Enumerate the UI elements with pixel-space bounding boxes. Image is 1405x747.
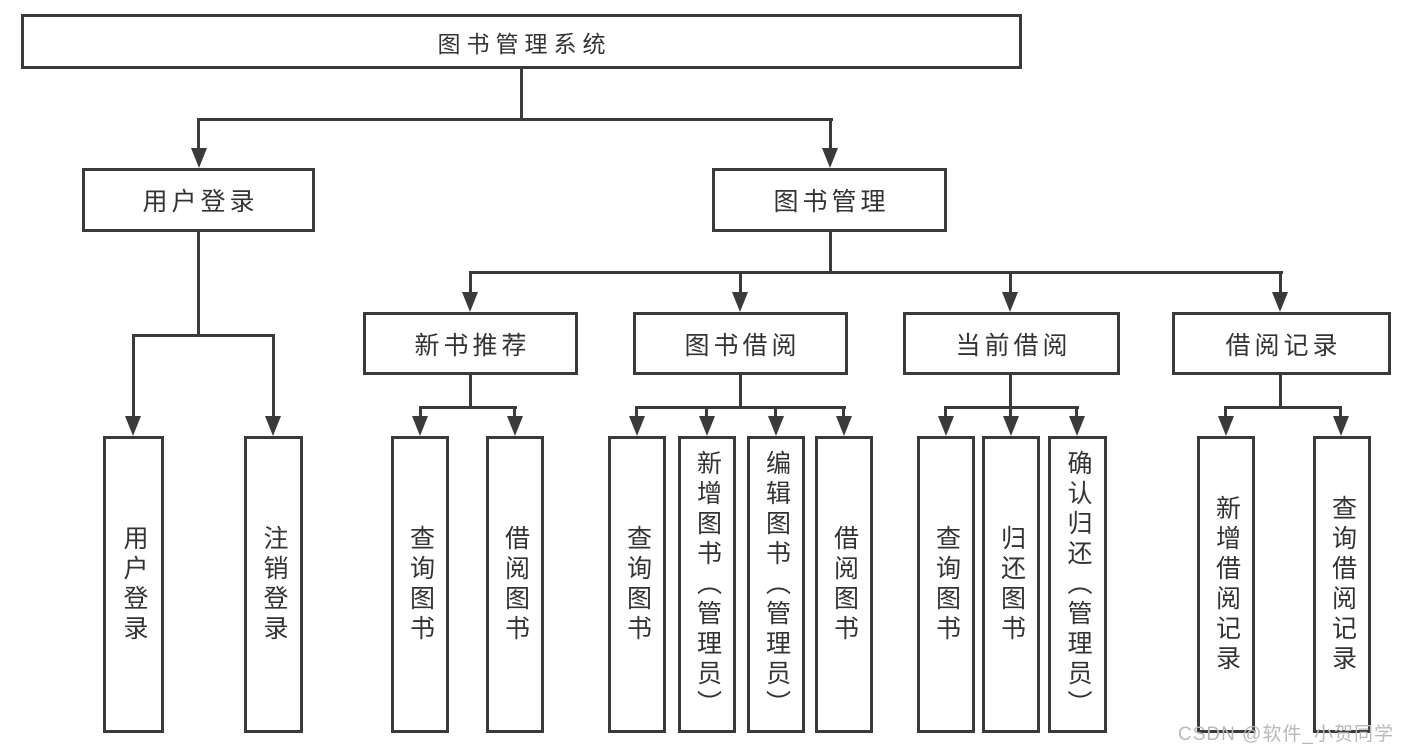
node-current-borrowing-label: 当前借阅: [955, 331, 1072, 360]
node-current-borrowing: 当前借阅: [903, 312, 1120, 375]
arrowhead-down-icon: [699, 416, 715, 436]
connector-line: [132, 334, 274, 337]
connector-line: [197, 232, 200, 336]
arrowhead-down-icon: [836, 416, 852, 436]
connector-line: [1224, 406, 1342, 409]
node-book-management: 图书管理: [712, 168, 947, 232]
leaf-add-borrow-record-label: 新增借阅记录: [1212, 494, 1241, 675]
connector-line: [842, 406, 845, 418]
connector-line: [469, 271, 1283, 274]
arrowhead-down-icon: [191, 148, 207, 168]
node-book-borrowing: 图书借阅: [633, 312, 848, 375]
leaf-query-books-1-label: 查询图书: [406, 524, 435, 645]
leaf-logout-label: 注销登录: [260, 524, 288, 645]
connector-line: [1279, 271, 1282, 294]
leaf-return-book-label: 归还图书: [997, 524, 1026, 645]
connector-line: [520, 69, 523, 118]
leaf-confirm-return-admin: 确认归还（管理员）: [1048, 436, 1107, 733]
node-user-login: 用户登录: [82, 168, 315, 232]
connector-line: [829, 232, 832, 273]
node-user-login-label: 用户登录: [142, 188, 259, 216]
arrowhead-down-icon: [938, 416, 954, 436]
connector-line: [419, 406, 422, 418]
arrowhead-down-icon: [1069, 416, 1085, 436]
connector-line: [705, 406, 708, 418]
leaf-query-books-3: 查询图书: [917, 436, 975, 733]
connector-line: [1009, 375, 1012, 408]
arrowhead-down-icon: [412, 416, 428, 436]
connector-line: [132, 334, 135, 418]
connector-line: [513, 406, 516, 418]
arrowhead-down-icon: [125, 416, 141, 436]
connector-line: [1009, 406, 1012, 418]
connector-line: [1009, 271, 1012, 294]
leaf-add-book-admin-label: 新增图书（管理员）: [693, 449, 722, 720]
arrowhead-down-icon: [1002, 292, 1018, 312]
connector-line: [1075, 406, 1078, 418]
connector-line: [1279, 375, 1282, 408]
leaf-borrow-book-1: 借阅图书: [486, 436, 544, 733]
connector-line: [197, 118, 200, 149]
node-root-label: 图书管理系统: [437, 30, 612, 57]
leaf-borrow-book-1-label: 借阅图书: [501, 524, 530, 645]
leaf-borrow-book-2-label: 借阅图书: [830, 524, 859, 645]
connector-line: [469, 375, 472, 408]
arrowhead-down-icon: [462, 292, 478, 312]
node-root: 图书管理系统: [21, 14, 1022, 69]
node-borrow-records: 借阅记录: [1172, 312, 1391, 375]
node-book-borrowing-label: 图书借阅: [684, 331, 801, 360]
arrowhead-down-icon: [1218, 416, 1234, 436]
node-borrow-records-label: 借阅记录: [1225, 331, 1342, 360]
connector-line: [419, 406, 517, 409]
arrowhead-down-icon: [768, 416, 784, 436]
arrowhead-down-icon: [822, 148, 838, 168]
watermark: CSDN @软件_小贺同学: [1178, 724, 1394, 745]
connector-line: [774, 406, 777, 418]
connector-line: [635, 406, 638, 418]
leaf-edit-book-admin-label: 编辑图书（管理员）: [762, 449, 791, 720]
connector-line: [272, 334, 275, 418]
arrowhead-down-icon: [629, 416, 645, 436]
arrowhead-down-icon: [1003, 416, 1019, 436]
leaf-query-borrow-record-label: 查询借阅记录: [1328, 494, 1357, 675]
leaf-query-borrow-record: 查询借阅记录: [1313, 436, 1371, 733]
connector-line: [739, 271, 742, 294]
leaf-borrow-book-2: 借阅图书: [815, 436, 873, 733]
node-new-book-recommend-label: 新书推荐: [414, 331, 531, 360]
arrowhead-down-icon: [1272, 292, 1288, 312]
leaf-query-books-2-label: 查询图书: [623, 524, 652, 645]
node-new-book-recommend: 新书推荐: [363, 312, 578, 375]
leaf-query-books-3-label: 查询图书: [932, 524, 961, 645]
connector-line: [944, 406, 947, 418]
arrowhead-down-icon: [732, 292, 748, 312]
connector-line: [739, 375, 742, 408]
leaf-confirm-return-admin-label: 确认归还（管理员）: [1064, 449, 1092, 720]
leaf-return-book: 归还图书: [982, 436, 1040, 733]
node-book-management-label: 图书管理: [773, 188, 890, 216]
arrowhead-down-icon: [265, 416, 281, 436]
arrowhead-down-icon: [1333, 416, 1349, 436]
connector-line: [829, 118, 832, 149]
arrowhead-down-icon: [507, 416, 523, 436]
connector-line: [1339, 406, 1342, 418]
leaf-add-book-admin: 新增图书（管理员）: [678, 436, 736, 733]
leaf-edit-book-admin: 编辑图书（管理员）: [747, 436, 805, 733]
leaf-add-borrow-record: 新增借阅记录: [1197, 436, 1255, 733]
connector-line: [1224, 406, 1227, 418]
leaf-query-books-1: 查询图书: [391, 436, 449, 733]
connector-line: [469, 271, 472, 294]
leaf-user-login-label: 用户登录: [120, 524, 148, 645]
leaf-user-login: 用户登录: [103, 436, 164, 733]
leaf-logout: 注销登录: [244, 436, 303, 733]
connector-line: [197, 118, 833, 121]
connector-line: [635, 406, 846, 409]
leaf-query-books-2: 查询图书: [608, 436, 666, 733]
